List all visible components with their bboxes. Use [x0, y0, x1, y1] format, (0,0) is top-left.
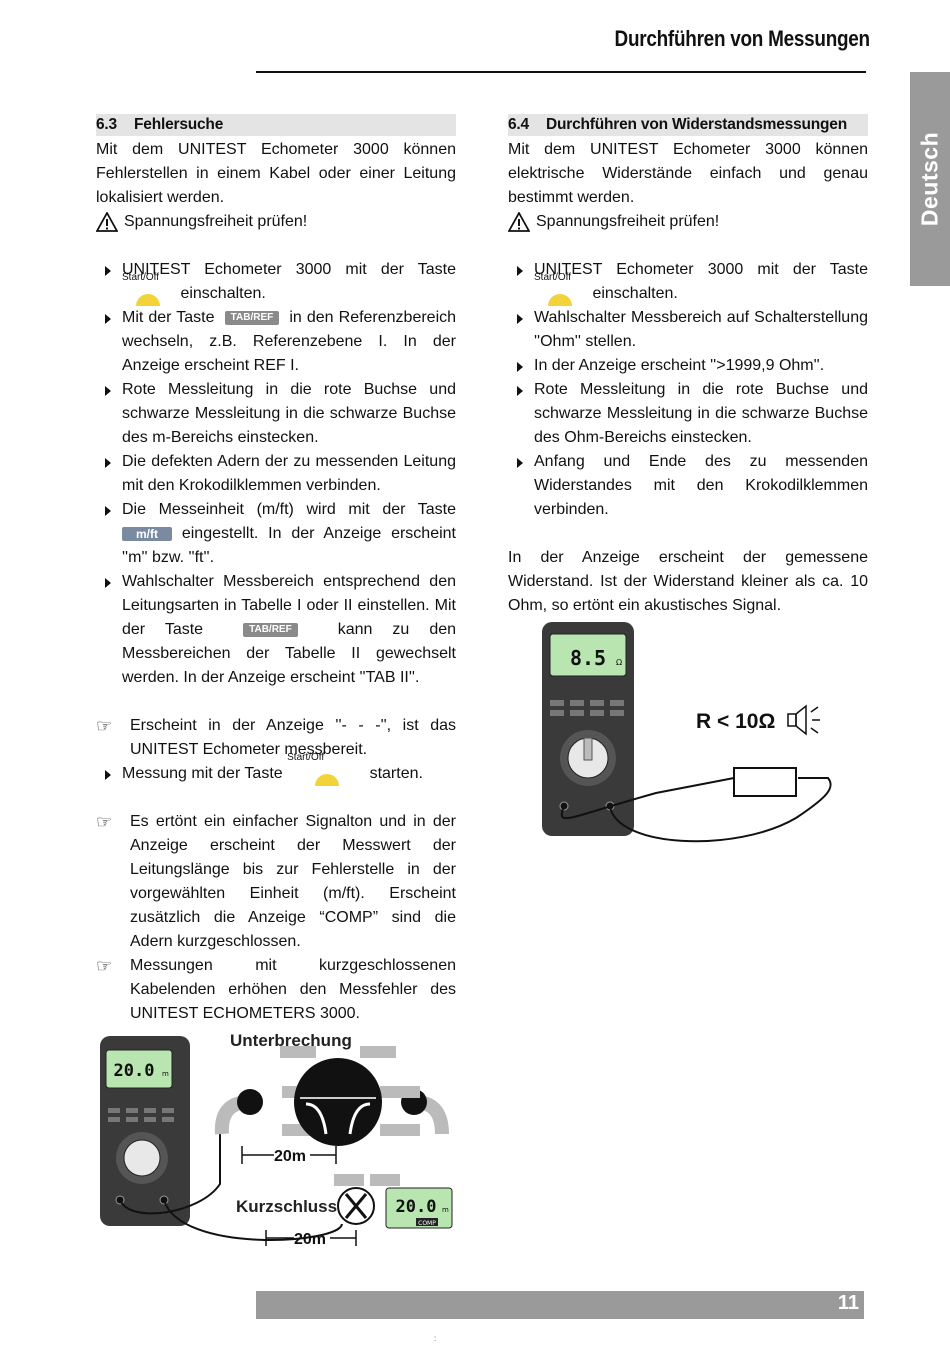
list-item: Die Messeinheit (m/ft) wird mit der Tast… — [96, 498, 456, 570]
section-number: 6.4 — [508, 116, 529, 133]
result-text: In der Anzeige erscheint der gemessene W… — [508, 549, 868, 614]
comp-indicator: COMP — [418, 1220, 436, 1227]
section-number: 6.3 — [96, 116, 117, 133]
lcd-value: 20.0 — [114, 1061, 155, 1081]
lcd-value: 8.5 — [570, 646, 606, 670]
tab-ref-key: TAB/REF — [224, 310, 280, 325]
page-header-title: Durchführen von Messungen — [614, 26, 871, 51]
section-fehlersuche: 6.3 Fehlersuche Mit dem UNITEST Echometer… — [96, 114, 456, 1026]
distance-label: 20m — [294, 1231, 326, 1248]
list-item: Mit der Taste TAB/REF in den Referenzber… — [96, 306, 456, 378]
tab-ref-key: TAB/REF — [243, 622, 298, 637]
distance-label: 20m — [274, 1148, 306, 1165]
warning-text: Spannungsfreiheit prüfen! — [536, 213, 720, 230]
list-item: UNITEST Echometer 3000 mit der Taste Sta… — [508, 258, 868, 306]
test-lead-black — [609, 777, 832, 843]
footer-mark: : — [434, 1334, 437, 1343]
cable-end-left — [237, 1089, 263, 1115]
cable-break-detail — [294, 1058, 382, 1146]
section-heading: 6.3 Fehlersuche — [96, 114, 456, 136]
list-item: Wahlschalter Messbereich auf Schalterste… — [508, 306, 868, 354]
lcd-value: 20.0 — [396, 1197, 437, 1217]
resistance-label: R < 10Ω — [696, 710, 775, 733]
section-title: Durchführen von Widerstandsmessungen — [546, 116, 847, 133]
list-item: Die defekten Adern der zu messenden Leit… — [96, 450, 456, 498]
start-off-button: Start/Off — [122, 272, 176, 306]
warning-line: Spannungsfreiheit prüfen! — [96, 210, 456, 234]
list-item: UNITEST Echometer 3000 mit der Taste Sta… — [96, 258, 456, 306]
start-off-button: Start/Off — [534, 272, 588, 306]
section-heading: 6.4 Durchführen von Widerstandsmessungen — [508, 114, 868, 136]
start-off-button: Start/Off — [287, 752, 365, 786]
list-item: Messung mit der Taste Start/Off starten. — [96, 752, 456, 786]
list-item: Anfang und Ende des zu messenden Widerst… — [508, 450, 868, 522]
warning-icon — [96, 212, 118, 232]
step-list: UNITEST Echometer 3000 mit der Taste Sta… — [508, 258, 868, 522]
list-item: In der Anzeige erscheint ''>1999,9 Ohm''… — [508, 354, 868, 378]
header-rule — [256, 71, 866, 73]
test-lead — [119, 1124, 221, 1215]
note: ☞Es ertönt ein einfacher Signalton und i… — [96, 812, 456, 950]
section-title: Fehlersuche — [134, 116, 224, 133]
list-item: Rote Messleitung in die rote Buchse und … — [96, 378, 456, 450]
lcd-display — [105, 1049, 173, 1089]
lcd-unit: m — [162, 1070, 169, 1078]
resistor-symbol — [733, 767, 797, 797]
test-lead — [163, 1199, 343, 1241]
pointing-hand-icon: ☞ — [96, 716, 113, 736]
lcd-unit: m — [442, 1206, 449, 1214]
m-ft-key: m/ft — [122, 526, 172, 541]
warning-icon — [508, 212, 530, 232]
lcd-unit: Ω — [616, 658, 622, 667]
fault-location-figure: 20.0 m Unterbrechung 20m Kurzschluss 20.… — [100, 1031, 453, 1248]
note: ☞Messungen mit kurzgeschlossenen Kabelen… — [96, 956, 456, 1022]
meter-buttons — [550, 700, 624, 716]
lcd-display — [549, 633, 627, 677]
pointing-hand-icon: ☞ — [96, 812, 113, 832]
test-lead-red — [560, 777, 735, 820]
language-tab: Deutsch — [910, 72, 950, 286]
footer-bar — [256, 1291, 864, 1319]
resistance-measurement-figure: 8.5 Ω R < 10Ω — [542, 622, 832, 843]
label-short-circuit: Kurzschluss — [236, 1197, 337, 1216]
language-tab-label: Deutsch — [916, 131, 943, 227]
warning-line: Spannungsfreiheit prüfen! — [508, 210, 868, 234]
page-number: 11 — [837, 1292, 859, 1314]
list-item: Wahlschalter Messbereich entsprechend de… — [96, 570, 456, 690]
list-item: Rote Messleitung in die rote Buchse und … — [508, 378, 868, 450]
intro-text: Mit dem UNITEST Echometer 3000 können Fe… — [96, 141, 456, 206]
range-selector-knob — [123, 1139, 161, 1177]
note: ☞Erscheint in der Anzeige ''- - -'', ist… — [96, 716, 456, 758]
warning-text: Spannungsfreiheit prüfen! — [124, 213, 308, 230]
label-break: Unterbrechung — [230, 1031, 352, 1050]
speaker-icon — [787, 704, 820, 736]
intro-text: Mit dem UNITEST Echometer 3000 können el… — [508, 141, 868, 206]
step-list: UNITEST Echometer 3000 mit der Taste Sta… — [96, 258, 456, 690]
pointing-hand-icon: ☞ — [96, 956, 113, 976]
